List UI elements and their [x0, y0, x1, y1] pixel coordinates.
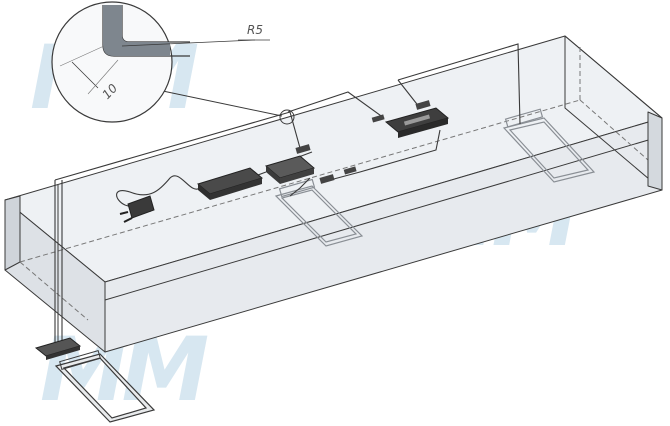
dim-r5-label: R5: [247, 23, 263, 37]
mains-plug: [119, 195, 155, 223]
cabinet-hidden-edge-1: [19, 99, 581, 263]
control-unit: [264, 155, 316, 184]
power-supply: [196, 167, 264, 200]
wire-right-down: [397, 79, 421, 109]
lamp-frame-center-clip: [278, 178, 316, 198]
lamp-frame-center: [274, 185, 364, 247]
lamp-frame-right: [502, 117, 596, 183]
cabinet-right-panel-edge: [647, 111, 663, 191]
lamp-exploded-bracket: [59, 350, 101, 370]
switch-module: [384, 107, 450, 138]
wiring: [54, 43, 521, 350]
wire-top-right: [287, 91, 385, 119]
wire-left-top: [54, 111, 301, 181]
callout-rod-fill: [103, 5, 170, 56]
connector-center: [319, 174, 335, 184]
cabinet-shelf-line: [104, 135, 663, 301]
callout-circle: [51, 1, 173, 123]
cabinet-hidden-edge-3: [579, 99, 649, 161]
connector-center-2: [343, 166, 357, 175]
dim-10-line: [71, 61, 99, 89]
lamp-frame-right-clip: [504, 108, 544, 128]
lamp-exploded-clip: [34, 337, 82, 360]
lamp-exploded-frame: [54, 353, 156, 423]
dim-10-ext-1: [59, 45, 105, 67]
connector-top-right: [415, 100, 431, 110]
dim-10-ext-2: [87, 59, 119, 95]
dim-r5-leader: [121, 39, 256, 47]
cabinet-left-panel-edge: [4, 195, 21, 271]
devices: [119, 100, 450, 223]
lamp-frames: [274, 108, 596, 247]
callout-target-circle: [279, 109, 295, 125]
connector-mid-right: [371, 114, 385, 123]
wire-driver-out: [289, 177, 311, 197]
cabinet-hidden-edge-4: [19, 261, 89, 321]
cabinet: [4, 35, 663, 353]
connector-top-left: [295, 144, 311, 154]
wire-sensor-down: [329, 129, 441, 181]
detail-callout: 10 R5: [51, 1, 295, 125]
lamp-exploded: [34, 185, 156, 423]
callout-leader: [157, 89, 283, 117]
wire-right-up: [397, 43, 521, 125]
